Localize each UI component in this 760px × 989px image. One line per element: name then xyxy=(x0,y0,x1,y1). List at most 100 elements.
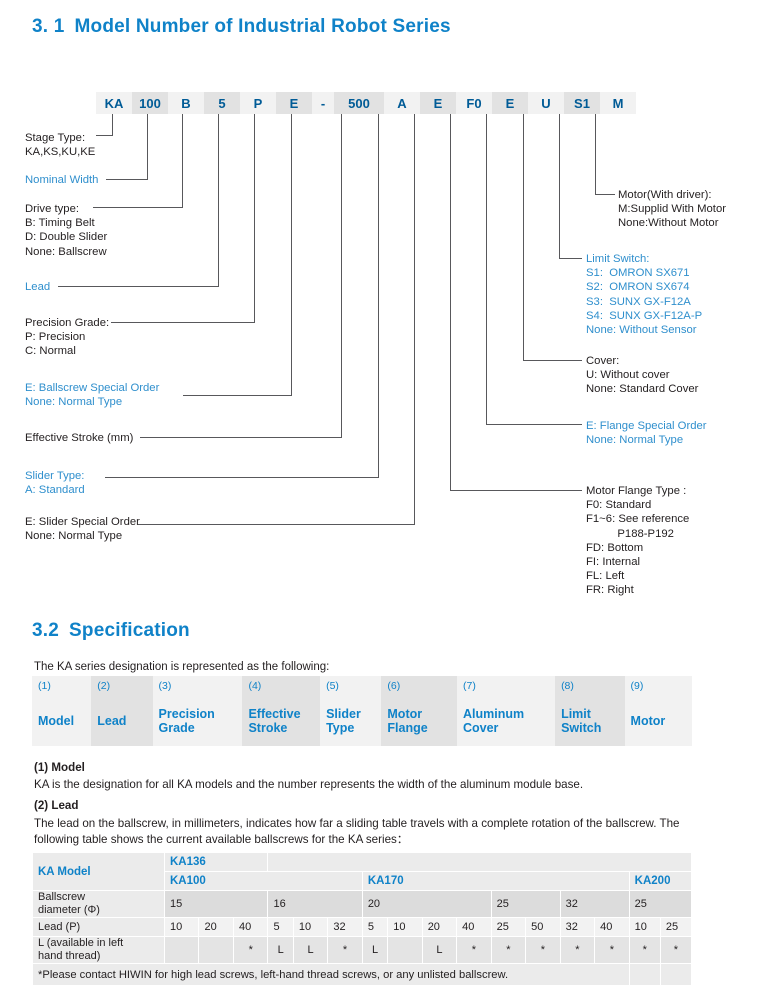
model-code-cell-10: F0 xyxy=(456,92,492,114)
designation-intro: The KA series designation is represented… xyxy=(34,661,330,673)
designation-label-2: Lead xyxy=(91,696,153,746)
designation-label-9: Motor xyxy=(624,696,692,746)
designation-number-1: (1) xyxy=(32,676,92,696)
lead-value-7: 10 xyxy=(387,917,423,937)
designation-label-1: Model xyxy=(32,696,92,746)
callout-nominal-width: Nominal Width xyxy=(25,174,99,186)
paragraph-1-body: KA is the designation for all KA models … xyxy=(34,778,584,791)
lead-value-10: 25 xyxy=(490,917,527,937)
leader-line-slider-special-h xyxy=(138,524,415,525)
section-number: 3. 1 xyxy=(32,16,65,37)
model-code-cell-8: A xyxy=(384,92,420,114)
leader-line-slider-type xyxy=(378,114,379,477)
leader-line-stage-type-h xyxy=(96,135,113,136)
lead-row-header-model: KA Model xyxy=(32,852,165,891)
lead-left-hand-7 xyxy=(387,936,423,964)
lead-diameter-1: 16 xyxy=(267,890,363,918)
leader-line-precision-grade xyxy=(254,114,255,322)
lead-left-hand-15: * xyxy=(659,936,693,964)
leader-line-lead-h xyxy=(58,286,219,287)
lead-value-3: 5 xyxy=(267,917,294,937)
callout-stage-type: Stage Type: KA,KS,KU,KE xyxy=(25,132,96,159)
lead-left-hand-8: L xyxy=(421,936,458,964)
lead-value-13: 40 xyxy=(594,917,630,937)
leader-line-flange-special xyxy=(486,114,487,424)
leader-line-cover xyxy=(523,114,524,360)
lead-footnote: *Please contact HIWIN for high lead scre… xyxy=(32,963,630,986)
leader-line-drive-type xyxy=(182,114,183,207)
lead-group-bottom-2: KA200 xyxy=(628,871,693,891)
lead-value-14: 10 xyxy=(628,917,661,937)
section-number: 3.2 xyxy=(32,620,60,641)
callout-lead: Lead xyxy=(25,281,51,293)
paragraph-1-heading: (1) Model xyxy=(34,761,85,774)
lead-group-bottom-0: KA100 xyxy=(164,871,363,891)
leader-line-stage-type xyxy=(112,114,113,135)
paragraph-2-body: The lead on the ballscrew, in millimeter… xyxy=(34,817,680,846)
leader-line-ballscrew-special xyxy=(291,114,292,395)
lead-value-4: 10 xyxy=(292,917,329,937)
lead-left-hand-2: * xyxy=(232,936,269,964)
designation-number-8: (8) xyxy=(555,676,625,696)
lead-value-0: 10 xyxy=(163,917,200,937)
model-code-cell-9: E xyxy=(420,92,456,114)
model-code-cell-4: P xyxy=(240,92,276,114)
callout-drive-type: Drive type: B: Timing Belt D: Double Sli… xyxy=(25,203,108,258)
model-code-cell-2: B xyxy=(168,92,204,114)
callout-motor-flange: Motor Flange Type : F0: Standard F1~6: S… xyxy=(586,485,690,597)
model-code-cell-1: 100 xyxy=(132,92,168,114)
lead-value-8: 20 xyxy=(421,917,458,937)
lead-value-6: 5 xyxy=(361,917,389,937)
leader-line-motor-flange-h xyxy=(450,490,582,491)
lead-group-bottom-1: KA170 xyxy=(361,871,630,891)
lead-footnote-blank-2 xyxy=(659,963,693,986)
lead-value-2: 40 xyxy=(232,917,269,937)
lead-value-15: 25 xyxy=(659,917,693,937)
model-code-cell-6: - xyxy=(312,92,334,114)
designation-number-7: (7) xyxy=(456,676,556,696)
leader-line-limit-switch xyxy=(559,114,560,258)
model-code-cell-13: S1 xyxy=(564,92,600,114)
designation-number-3: (3) xyxy=(152,676,243,696)
leader-line-drive-type-h xyxy=(93,207,183,208)
lead-diameter-5: 25 xyxy=(628,890,693,918)
lead-value-11: 50 xyxy=(525,917,561,937)
paragraph-2-heading: (2) Lead xyxy=(34,799,79,812)
model-code-cell-7: 500 xyxy=(334,92,384,114)
callout-slider-type: Slider Type: A: Standard xyxy=(25,470,85,497)
lead-left-hand-3: L xyxy=(267,936,294,964)
designation-number-2: (2) xyxy=(91,676,153,696)
callout-flange-special: E: Flange Special Order None: Normal Typ… xyxy=(586,420,707,447)
callout-motor: Motor(With driver): M:Supplid With Motor… xyxy=(618,189,726,230)
lead-left-hand-1 xyxy=(198,936,234,964)
lead-value-1: 20 xyxy=(198,917,234,937)
lead-left-hand-12: * xyxy=(559,936,596,964)
leader-line-nominal-width-h xyxy=(106,179,148,180)
callout-ballscrew-special: E: Ballscrew Special Order None: Normal … xyxy=(25,382,160,409)
designation-number-5: (5) xyxy=(320,676,382,696)
lead-row-header-lead: Lead (P) xyxy=(32,917,165,937)
designation-number-row: (1)(2)(3)(4)(5)(6)(7)(8)(9) xyxy=(32,676,692,696)
lead-table-row-footnote: *Please contact HIWIN for high lead scre… xyxy=(32,963,693,986)
leader-line-flange-special-h xyxy=(486,424,582,425)
callout-precision-grade: Precision Grade: P: Precision C: Normal xyxy=(25,317,110,358)
lead-diameter-0: 15 xyxy=(163,890,269,918)
callout-slider-special: E: Slider Special Order None: Normal Typ… xyxy=(25,516,140,543)
leader-line-slider-special xyxy=(414,114,415,524)
designation-number-6: (6) xyxy=(381,676,457,696)
model-code-cell-5: E xyxy=(276,92,312,114)
section-title: Model Number of Industrial Robot Series xyxy=(74,16,451,37)
lead-left-hand-13: * xyxy=(594,936,630,964)
leader-line-nominal-width xyxy=(147,114,148,179)
